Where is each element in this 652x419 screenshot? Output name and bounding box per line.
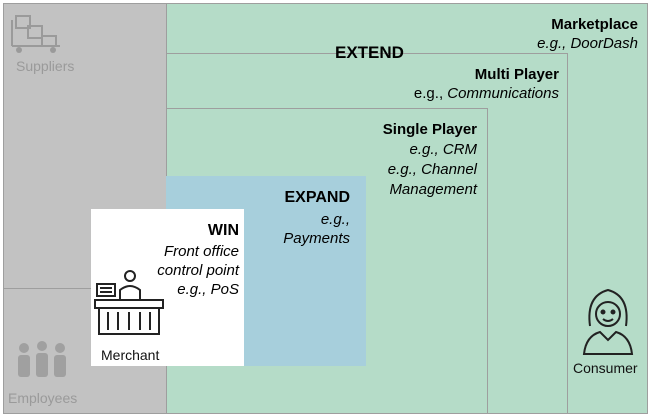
merchant-label: Merchant: [101, 347, 160, 363]
extend-title: EXTEND: [335, 43, 404, 62]
win-title: WIN: [207, 222, 239, 239]
employees-icon: [18, 341, 66, 377]
win-line-3: e.g., PoS: [177, 281, 239, 298]
win-line-2: control point: [157, 262, 239, 279]
win-line-1: Front office: [163, 243, 239, 260]
suppliers-label: Suppliers: [16, 58, 75, 74]
employees-label: Employees: [8, 390, 78, 406]
multi-player-title: Multi Player: [474, 66, 559, 83]
consumer-label: Consumer: [573, 360, 638, 376]
marketplace-title: Marketplace: [551, 16, 638, 33]
multi-player-example-prefix: e.g.,: [413, 85, 444, 102]
merchant-icon: [94, 270, 164, 335]
expand-title: EXPAND: [284, 189, 351, 206]
suppliers-icon: [11, 15, 60, 53]
single-player-example-1: e.g., CRM: [409, 141, 477, 158]
single-player-title: Single Player: [382, 121, 477, 138]
single-player-example-2-line1: e.g., Channel: [387, 161, 477, 178]
consumer-icon: [582, 288, 634, 355]
expand-example-line1: e.g.,: [320, 211, 350, 228]
expand-example-line2: Payments: [283, 230, 350, 247]
multi-player-example-value: Communications: [447, 85, 559, 102]
marketplace-example: e.g., DoorDash: [537, 35, 638, 52]
multi-player-example: e.g., Communications: [414, 84, 559, 103]
win-region: [91, 209, 244, 366]
single-player-example-2-line2: Management: [389, 181, 477, 198]
